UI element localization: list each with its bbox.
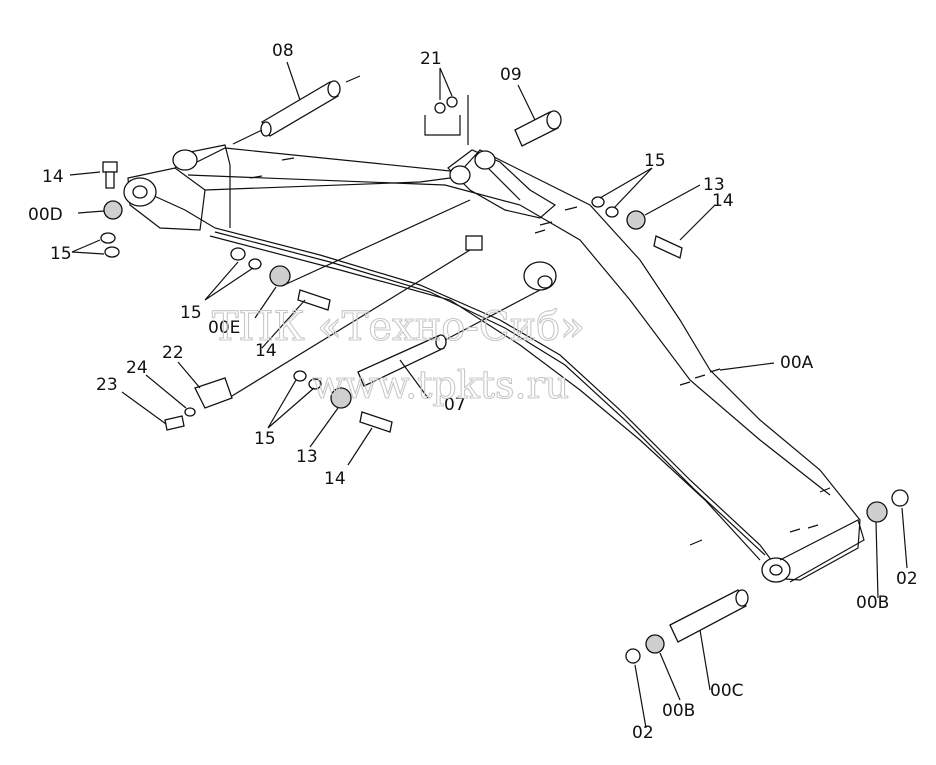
label-00B-bottom: 00B — [662, 701, 695, 721]
watermark-company: ТПК «Техно-Сиб» — [212, 304, 585, 350]
parts — [100, 80, 909, 664]
label-23: 23 — [96, 375, 118, 395]
label-21: 21 — [420, 49, 442, 69]
label-14-low: 14 — [324, 469, 346, 489]
label-15-mid: 15 — [180, 303, 202, 323]
label-00E: 00E — [208, 318, 240, 338]
label-02-right: 02 — [896, 569, 918, 589]
boom-assembly — [123, 144, 865, 583]
label-22: 22 — [162, 343, 184, 363]
label-00A: 00A — [780, 353, 814, 373]
label-13-low: 13 — [296, 447, 318, 467]
label-07: 07 — [444, 395, 466, 415]
label-09: 09 — [500, 65, 522, 85]
label-14-mid: 14 — [255, 341, 277, 361]
label-15-left: 15 — [50, 244, 72, 264]
label-15-low: 15 — [254, 429, 276, 449]
label-14-right: 14 — [712, 191, 734, 211]
part-labels: 08 21 09 14 00D 15 15 13 14 15 00E 14 22… — [28, 41, 918, 743]
label-13-right: 13 — [703, 175, 725, 195]
label-00B-right: 00B — [856, 593, 889, 613]
label-08: 08 — [272, 41, 294, 61]
watermark: ТПК «Техно-Сиб» www.tpkts.ru — [211, 303, 585, 407]
leader-lines — [69, 61, 908, 729]
label-00C: 00C — [710, 681, 744, 701]
watermark-url: www.tpkts.ru — [312, 363, 569, 407]
label-14-top: 14 — [42, 167, 64, 187]
label-15-right: 15 — [644, 151, 666, 171]
label-02-bottom: 02 — [632, 723, 654, 743]
label-00D: 00D — [28, 205, 63, 225]
label-24: 24 — [126, 358, 148, 378]
